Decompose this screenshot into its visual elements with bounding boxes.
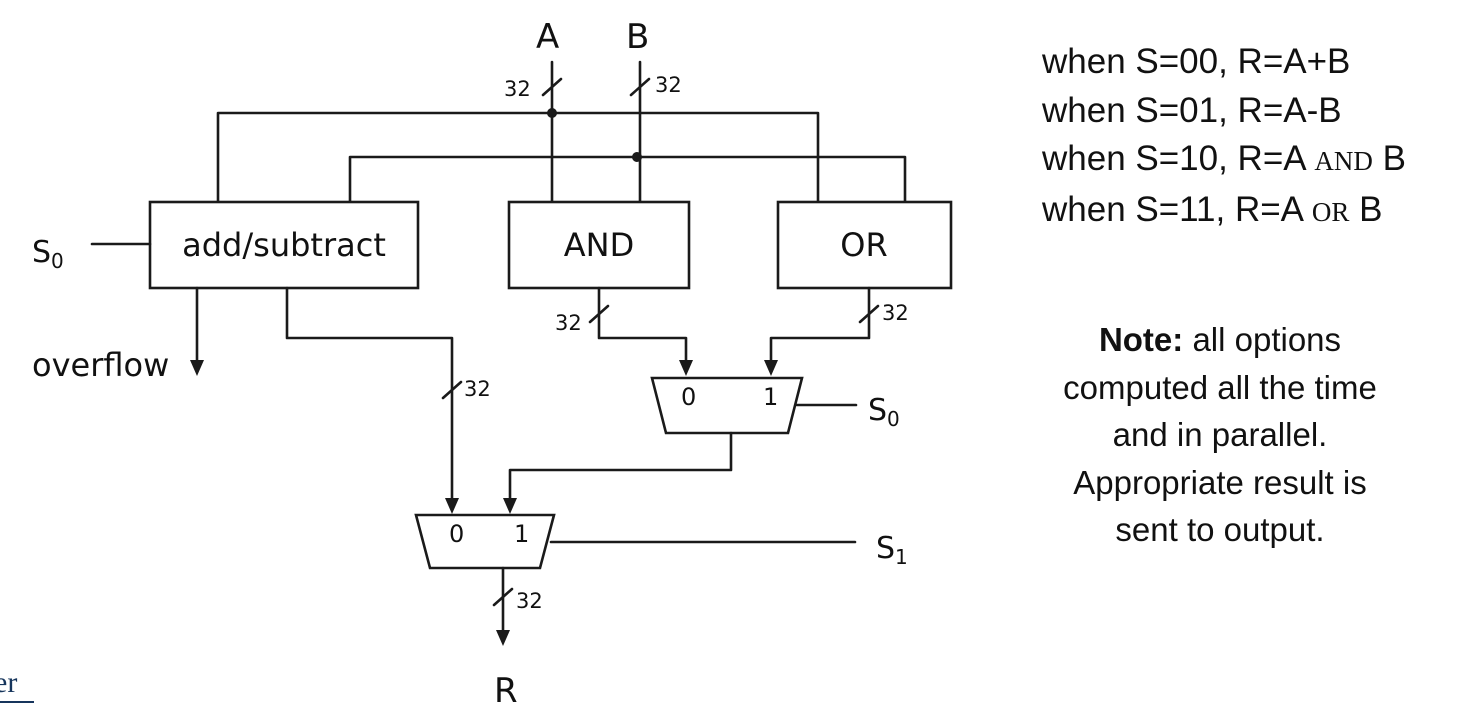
s0-mux-label: S0	[868, 393, 900, 431]
and-result-arrow	[679, 360, 693, 376]
note-line-2: computed all the time	[1063, 368, 1377, 406]
rule-s10-operator: AND	[1314, 146, 1373, 176]
and-or-mux-output-arrow	[503, 498, 517, 514]
or-result-arrow	[764, 360, 778, 376]
bus-width-label-or: 32	[882, 301, 909, 325]
and-or-mux	[650, 376, 804, 435]
result-output-arrow	[496, 630, 510, 646]
bus-width-tick-and	[588, 304, 610, 324]
bus-width-tick-result	[492, 587, 514, 607]
input-b-fanout-wire	[348, 155, 907, 204]
bus-width-label-b: 32	[655, 73, 682, 97]
bus-width-label-a: 32	[504, 77, 531, 101]
bus-width-tick-addsub	[441, 380, 463, 400]
and-block-label: AND	[564, 226, 634, 264]
bus-width-label-and: 32	[555, 311, 582, 335]
note-title: Note:	[1098, 321, 1184, 358]
note-line-4: Appropriate result is	[1073, 463, 1367, 501]
corner-logo: er	[0, 670, 34, 711]
overflow-arrow	[190, 360, 204, 376]
junction-dot-a	[547, 108, 557, 118]
result-mux-port-1: 1	[514, 520, 529, 548]
input-a-label: A	[536, 17, 559, 57]
note-text: Note: all options computed all the time …	[1010, 316, 1430, 554]
or-block-label: OR	[840, 226, 887, 264]
junction-dot-b	[632, 152, 642, 162]
bus-width-tick-or	[858, 304, 880, 324]
and-result-wire	[597, 286, 688, 364]
addsub-result-wire	[285, 286, 454, 502]
note-line-3: and in parallel.	[1112, 416, 1328, 453]
bus-width-tick-b	[629, 77, 651, 97]
rule-s10: when S=10, R=A AND B	[1042, 139, 1406, 178]
or-result-wire	[769, 286, 871, 364]
result-mux	[414, 513, 556, 570]
addsub-result-arrow	[445, 498, 459, 514]
or-block	[776, 200, 953, 290]
note-line-1: Note: all options	[1098, 321, 1342, 358]
rule-s01: when S=01, R=A-B	[1042, 90, 1342, 130]
s1-mux-label: S1	[876, 531, 908, 569]
and-or-mux-port-0: 0	[681, 383, 696, 411]
rule-s00: when S=00, R=A+B	[1042, 42, 1351, 81]
rule-s11-operator: OR	[1311, 196, 1350, 227]
corner-logo-text: er	[0, 670, 18, 699]
overflow-label: overflow	[32, 346, 169, 384]
select-rules-list: when S=00, R=A+B when S=01, R=A-B when S…	[1042, 38, 1406, 236]
add-subtract-label: add/subtract	[182, 226, 386, 264]
rule-s11: when S=11, R=A OR B	[1042, 189, 1383, 229]
note-line-5: sent to output.	[1115, 511, 1325, 548]
bus-width-tick-a	[541, 77, 563, 97]
input-b-label: B	[626, 17, 649, 57]
result-output-label: R	[494, 671, 518, 711]
bus-width-label-addsub: 32	[464, 377, 491, 401]
and-or-mux-port-1: 1	[763, 383, 778, 411]
s0-addsub-label: S0	[32, 235, 64, 273]
result-mux-port-0: 0	[449, 520, 464, 548]
and-or-mux-output-wire	[508, 431, 733, 502]
corner-logo-rule	[0, 701, 34, 703]
bus-width-label-result: 32	[516, 589, 543, 613]
